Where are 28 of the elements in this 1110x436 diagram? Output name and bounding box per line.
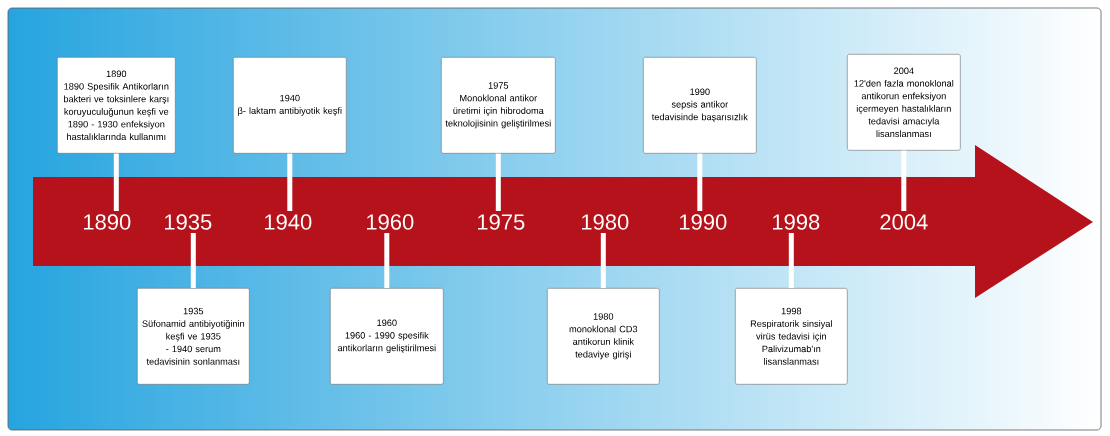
event-box: 1960 1960 - 1990 spesifik antikorların geliştirilmesi [330,288,444,385]
year-label: 1980 [582,214,629,230]
connector-line [190,233,196,288]
event-box: 1980 monoklonal CD3 antikorun klinik tedaviye girişi [547,288,660,385]
year-label: 1990 [680,214,727,230]
connector-line [697,153,703,211]
timeline-arrow [33,145,1093,298]
connector-line [384,233,390,288]
year-label: 1940 [265,214,312,230]
connector-line [113,153,119,211]
connector-line [901,150,907,211]
connector-line [495,153,501,211]
connector-line [287,153,293,211]
year-label: 1960 [367,214,414,230]
event-box: 2004 12'den fazla monoklonal antikorun enfeksiyon içermeyen hastalıkların tedavisi amacıyla lisanslanması [847,54,961,151]
year-label: 2004 [880,214,928,230]
year-label: 1890 [84,214,131,230]
year-label: 1935 [165,214,212,230]
year-label: 1998 [773,214,820,230]
connector-line [788,233,794,288]
event-box: 1890 1890 Spesifik Antikorların bakteri ve toksinlere karşı koruyuculuğunun keşfi ve 1890 - 1930 enfeksiyon hastalıklarında kullanımı [57,57,176,154]
event-box: 1935 Süfonamid antibiyotiğinin keşfi ve 1935 - 1940 serum tedavisinin sonlanması [137,288,250,385]
event-box: 1998 Respiratorik sinsiyal virüs tedavisi için Palivizumab'ın lisanslanması [735,288,848,385]
connector-line [600,233,606,288]
event-box: 1990 sepsis antikor tedavisinde başarısızlık [643,57,757,154]
event-box: 1975 Monoklonal antikor üretimi için hibrodoma teknolojisinin geliştirilmesi [441,57,556,154]
year-label: 1975 [478,214,525,230]
event-box: 1940 β- laktam antibiyotik keşfi [233,57,347,154]
